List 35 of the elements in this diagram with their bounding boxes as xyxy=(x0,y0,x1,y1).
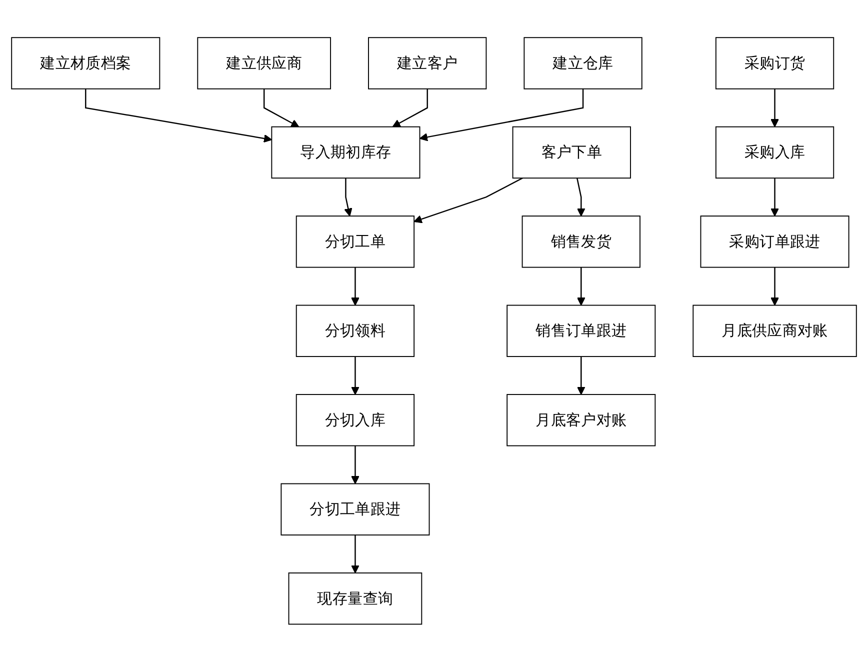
arrow xyxy=(576,356,586,395)
node-box xyxy=(524,37,642,90)
arrow xyxy=(576,267,586,306)
arrow xyxy=(351,356,360,395)
arrow xyxy=(351,267,360,306)
node-box xyxy=(506,304,656,358)
node-box xyxy=(692,304,857,358)
node-box xyxy=(512,126,631,179)
node-box xyxy=(197,37,332,90)
arrow xyxy=(419,88,584,142)
node-box xyxy=(522,216,640,268)
node-box xyxy=(296,394,415,446)
flowchart: 建立材质档案 建立供应商 建立客户 建立仓库 导入期初库存 客户下单 分切工单 采购订货 销售发货 分切领料 采购入库 销售订单跟进 分切入库 采购订单跟进 分切工单跟进 月底客户对账 现存量查询 月底供应商对账 xyxy=(4,30,864,632)
node-box xyxy=(506,394,656,446)
node-box xyxy=(280,483,430,536)
node-box xyxy=(271,126,420,179)
arrow xyxy=(392,88,428,128)
node-box xyxy=(296,216,415,268)
arrow xyxy=(770,267,779,306)
arrow xyxy=(770,88,779,128)
arrow xyxy=(770,178,779,217)
node-box xyxy=(296,304,415,358)
node-box xyxy=(715,37,834,90)
node-box xyxy=(11,37,160,90)
arrow xyxy=(263,88,300,128)
arrow xyxy=(85,88,272,143)
node-box xyxy=(288,572,422,625)
node-box xyxy=(368,37,487,90)
node-box xyxy=(715,126,834,179)
arrow xyxy=(351,446,360,484)
node-box xyxy=(700,216,850,268)
arrow xyxy=(576,178,586,217)
arrow xyxy=(344,178,352,217)
arrow xyxy=(351,535,360,574)
arrow xyxy=(414,178,523,224)
